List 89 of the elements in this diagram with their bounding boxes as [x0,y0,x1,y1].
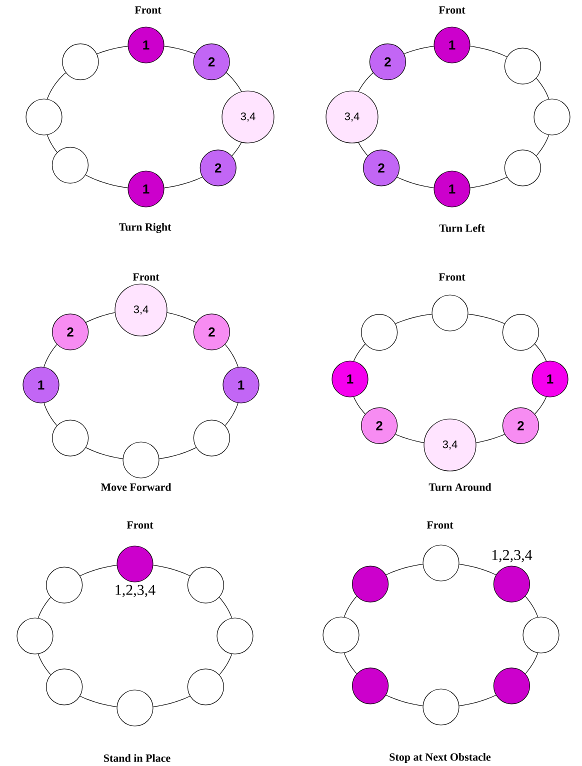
caption: Move Forward [100,483,172,491]
position-label: 1,2,3,4 [492,550,532,562]
position-circle [193,420,230,456]
position-circle [52,420,89,456]
ring-line [358,72,374,92]
position-circle [502,314,539,351]
ring-line [219,596,232,618]
ring-line [86,447,124,460]
ring-line [476,434,505,443]
position-circle [322,616,360,654]
ring-line [80,696,118,708]
ring-line [525,596,538,618]
ring-line [224,402,238,426]
ring-line [386,564,424,576]
ring-line [44,344,58,368]
ring-line [166,312,196,323]
ring-line [353,344,366,362]
ring-line [224,344,238,368]
ring-line [96,46,128,54]
position-circle [422,688,460,726]
ring-line [358,142,368,156]
direction-label: Front [126,521,154,529]
ring-line [534,344,547,362]
ring-line [468,314,505,324]
direction-label: Front [438,273,466,281]
position-label: 1,2,3,4 [116,584,156,598]
ring-line [38,597,51,618]
caption: Turn Around [428,483,492,491]
position-circle [52,146,88,184]
caption: Stop at Next Obstacle [390,753,491,763]
ring-line [164,176,203,188]
ring-line [232,142,242,156]
ring-line [219,654,232,676]
direction-label: Front [438,6,466,14]
ring-line [536,78,550,100]
ring-line [470,176,508,188]
ring-line [47,134,58,153]
position-circle [46,566,83,604]
position-circle [116,546,154,582]
position-circle [187,668,224,706]
position-circle [122,442,160,478]
position-circle [534,98,570,136]
ring-line [534,396,547,414]
direction-label: Front [426,521,454,529]
ring-line [344,652,357,674]
ring-line [86,312,116,323]
ring-line [44,402,58,426]
ring-line [85,174,128,188]
position-circle [62,44,99,80]
ring-line [470,46,508,58]
ring-line [80,564,118,576]
ring-line [525,652,538,674]
position-circle [46,668,83,706]
position-circle [352,668,389,704]
position-circle [493,668,530,704]
ring-line [152,696,190,708]
position-circle [422,544,460,582]
position-circle [116,690,154,726]
position-circle [432,294,468,332]
caption: Turn Left [439,224,485,232]
ring-line [164,46,196,54]
position-circle [352,566,389,602]
position-circle [26,98,62,136]
position-circle [361,314,398,351]
ring-line [395,434,424,443]
position-circle [504,48,541,84]
position-circle [504,150,541,186]
ring-line [386,694,424,706]
ring-line [344,596,357,618]
position-circle [522,616,560,654]
position-circle [16,618,54,654]
caption: Stand in Place [104,754,170,762]
caption: Turn Right [118,222,172,234]
direction-label: Front [134,6,162,14]
ring-line [458,564,496,576]
ring-line [46,72,66,100]
ring-line [395,314,432,324]
ring-line [152,564,190,576]
ring-line [226,72,242,92]
ring-line [404,46,434,54]
ring-line [158,447,196,460]
position-circle [187,566,224,604]
ring-line [396,176,434,188]
position-circle [216,618,254,654]
ring-line [38,654,51,675]
position-circle [493,566,530,602]
ring-line [354,396,366,414]
ring-line [536,134,550,156]
ring-line [458,694,496,706]
